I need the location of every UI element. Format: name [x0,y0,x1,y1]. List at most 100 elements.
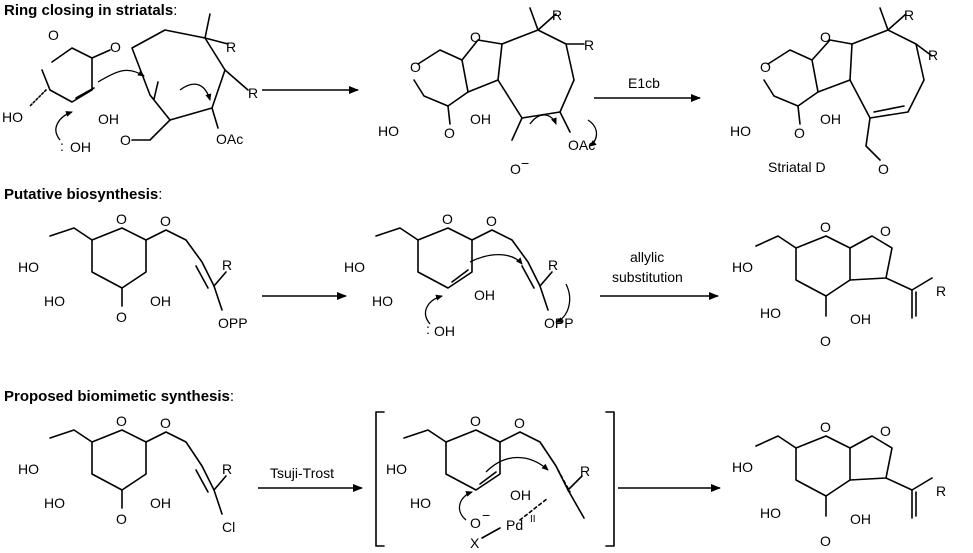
alkene-double-bond [195,265,209,289]
link-bond [91,49,111,59]
r-side-bond [224,69,249,91]
row2-starting-material: O O HO HO O OH R OPP [18,211,248,331]
atom-label: Pd [506,517,523,533]
arrow-label: substitution [612,269,683,285]
bracket-left [375,411,385,547]
allyl-partial-bond [557,469,571,493]
link-bond [471,229,549,311]
atom-label: O [760,59,771,75]
atom-label: HO [378,123,399,139]
atom-label: OH [820,111,841,127]
row1-intermediate: O O HO O OH R R O − OAc [378,7,598,177]
alkene-double-bond [521,265,535,289]
atom-label: O [470,29,481,45]
r-bond [204,37,229,45]
arrow-label: E1cb [628,75,660,91]
atom-label: O [442,211,453,227]
atom-label: R [552,7,562,23]
curly-arrow [179,83,212,101]
atom-label: HO [730,123,751,139]
atom-label: HO [386,461,407,477]
aldehyde-bond [131,119,171,141]
atom-label: R [584,37,594,53]
atom-label: O [486,213,497,229]
atom-label: OH [70,139,91,155]
ketone-bond [447,105,451,125]
atom-label: HO [44,495,65,511]
isopropenyl-bond [885,477,933,491]
arrow-label: Tsuji-Trost [270,465,334,481]
atom-label: Cl [222,519,235,535]
ring-double-bond [873,105,905,113]
section-title-colon: : [229,388,235,405]
atom-label: O [470,413,481,429]
section-title-putative-biosynthesis: Putative biosynthesis: [4,186,162,203]
atom-label: O [116,413,127,429]
atom-label: O [820,419,831,435]
curly-arrow [555,283,571,323]
ch2oh-bond [755,435,797,449]
r-bond [539,271,553,287]
atom-label: O [880,423,891,439]
ch2oh-bond [375,227,419,241]
row3-pd-intermediate: O O HO HO O − OH R Pd II X [386,413,590,551]
pyranose-ring [91,429,147,491]
atom-label: HO [18,259,39,275]
atom-label: HO [2,109,23,125]
pyranose-ring [417,227,473,289]
atom-label: R [904,7,914,23]
pyranose-ring [795,435,851,497]
section-title-text: Ring closing in striatals [4,2,174,19]
ketone-bond [797,105,801,125]
pyranose-ring [795,235,851,297]
atom-label: R [222,461,232,477]
compound-name: Striatal D [768,159,826,175]
atom-label: O [820,333,831,349]
pd-bond [519,497,549,521]
atom-label: OH [850,311,871,327]
atom-label: O [820,29,831,45]
atom-label: HO [372,293,393,309]
atom-label: R [226,39,236,55]
curly-arrow [529,114,557,125]
atom-label: R [222,257,232,273]
enol-double-bond [451,269,469,283]
r-bond [567,475,583,491]
aldehyde-bond [865,117,881,161]
alkene-double-bond [195,469,209,493]
row1-product-striatal-d: O O HO O OH R R O Striatal D [730,7,938,177]
curly-arrow [425,294,443,325]
curly-arrow [458,491,473,521]
curly-arrow [97,69,145,83]
row2-intermediate: O O HO HO : OH OH R OPP [344,211,574,339]
r-bond [213,475,227,491]
lone-pair: : [426,321,430,337]
atom-label: O [410,59,421,75]
charge: − [482,507,490,523]
atom-label: HO [410,495,431,511]
enol-double-bond [479,471,497,485]
arrow-label: allylic [630,249,664,265]
section-title-text: Proposed biomimetic synthesis [4,388,230,405]
atom-label: O [444,125,455,141]
row3-product: O O HO HO O OH R [732,419,946,549]
atom-label: OH [150,495,171,511]
atom-label: R [580,463,590,479]
curly-arrow [587,119,598,147]
furan-ring [849,235,893,281]
atom-label: O [510,161,521,177]
oac-bond [211,107,219,129]
atom-label: R [248,85,258,101]
atom-label: OAc [568,137,595,153]
link-bond [145,431,223,515]
row3-starting-material: O O HO HO O OH R Cl [18,413,235,535]
furan-ring [811,39,853,93]
curly-arrow [469,254,523,265]
lone-pair: : [60,138,64,154]
pyran-ring [763,49,819,107]
allyl-bond [567,489,585,519]
atom-label: X [470,535,480,551]
atom-label: HO [732,459,753,475]
r-bond [537,13,557,31]
bracket-right [605,411,615,547]
